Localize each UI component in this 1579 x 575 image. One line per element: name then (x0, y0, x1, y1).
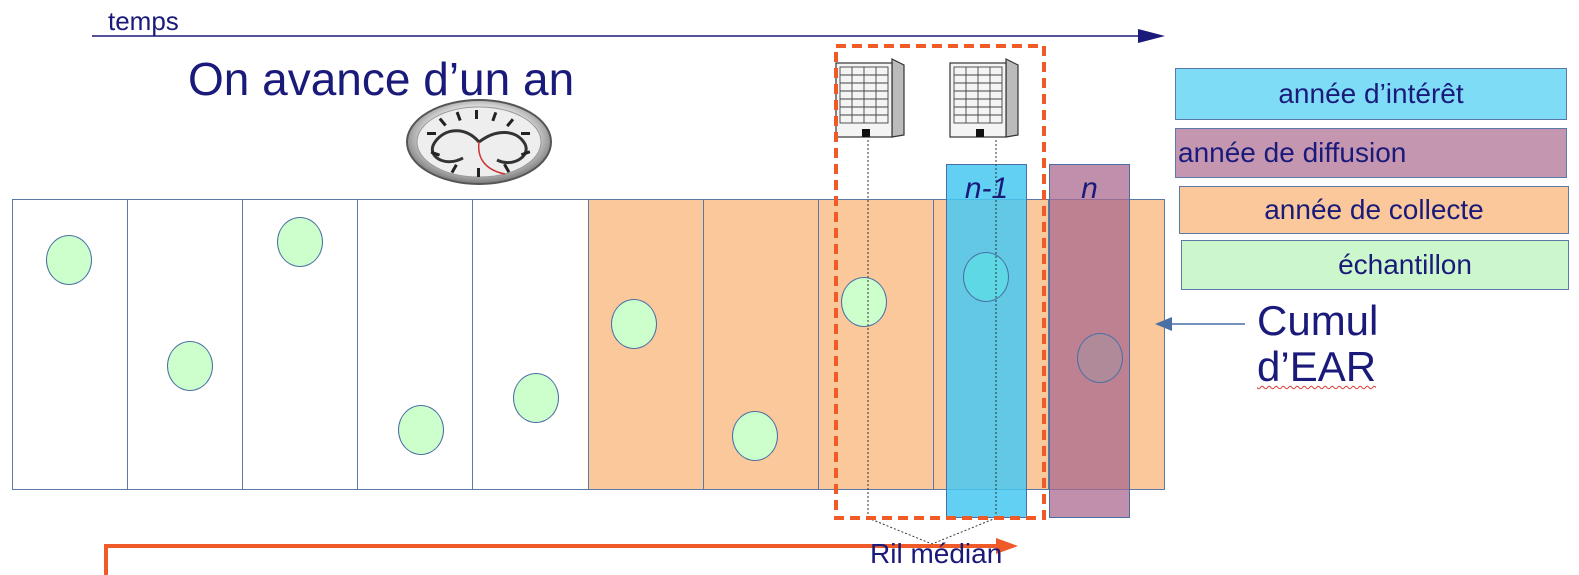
sample-circle (611, 299, 657, 349)
timeline-label: temps (108, 6, 179, 36)
sample-circle (732, 411, 778, 461)
legend-echantillon-label: échantillon (1338, 249, 1472, 280)
sample-circle (963, 252, 1009, 302)
interest-year-column (946, 164, 1027, 518)
legend-diffusion: année de diffusion (1175, 128, 1567, 178)
legend-collecte-label: année de collecte (1264, 194, 1484, 225)
sample-circle (841, 277, 887, 327)
ril-median-label: Ril médian (870, 538, 1003, 569)
legend-collecte: année de collecte (1179, 186, 1569, 234)
building-icon (949, 58, 1019, 138)
cumul-label-line1: Cumul (1257, 297, 1379, 344)
legend-interest: année d’intérêt (1175, 68, 1567, 120)
headline: On avance d’un an (188, 53, 575, 105)
sample-circle (398, 405, 444, 455)
sample-circle (513, 373, 559, 423)
diffusion-year-label: n (1081, 172, 1098, 205)
sample-circle (46, 235, 92, 285)
collecte-cell (818, 199, 934, 490)
interest-year-label: n-1 (964, 172, 1009, 205)
cumul-label-line2: d’EAR (1257, 343, 1377, 390)
legend-diffusion-label: année de diffusion (1178, 137, 1407, 168)
legend-echantillon: échantillon (1181, 240, 1569, 290)
cumul-label: Cumul d’EAR (1257, 298, 1378, 390)
legend-interest-label: année d’intérêt (1278, 78, 1464, 109)
sample-circle (277, 217, 323, 267)
year-cell (472, 199, 589, 490)
sample-circle (1077, 333, 1123, 383)
melting-clock-icon (406, 99, 552, 185)
building-icon (835, 58, 905, 138)
sample-circle (167, 341, 213, 391)
